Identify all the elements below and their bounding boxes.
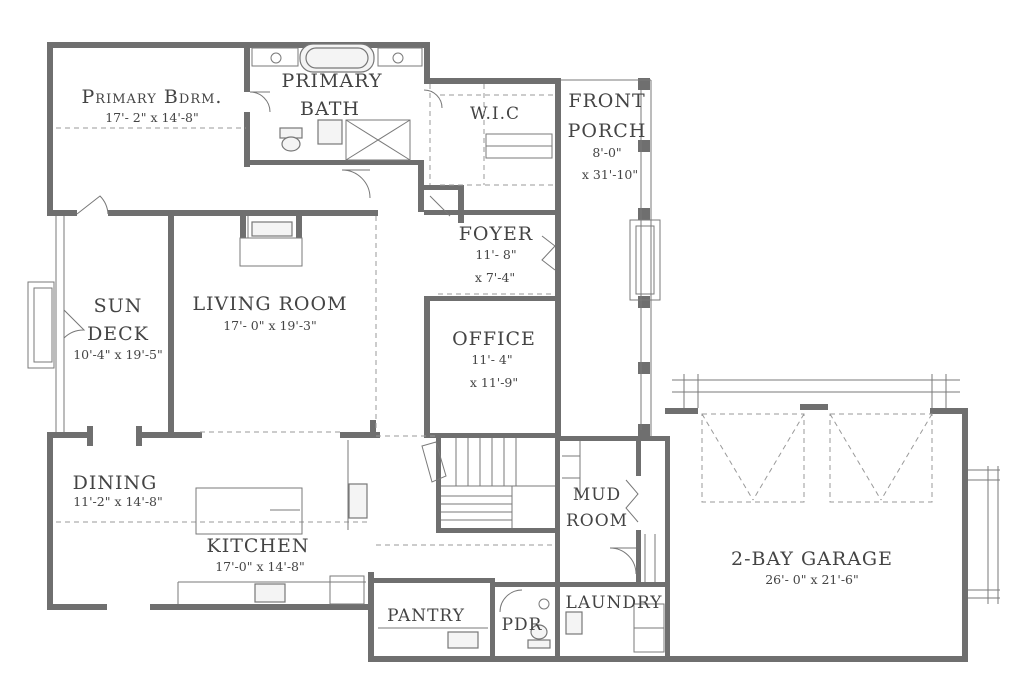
front-porch-name-1: FRONT	[568, 90, 645, 112]
living-room-dims: 17'- 0" x 19'-3"	[223, 318, 317, 333]
wic-name: W.I.C	[470, 104, 520, 124]
office-dims-1: 11'- 4"	[471, 352, 512, 367]
mud-room-name-1: MUD	[573, 485, 621, 505]
foyer-dims-1: 11'- 8"	[475, 247, 516, 262]
pantry-name: PANTRY	[387, 606, 465, 626]
front-porch-name-2: PORCH	[568, 120, 647, 142]
office-name: OFFICE	[452, 328, 536, 350]
garage-name: 2-BAY GARAGE	[731, 548, 893, 570]
mud-room-name-2: ROOM	[566, 511, 628, 531]
foyer-name: FOYER	[459, 223, 533, 245]
thin-lines	[27, 79, 1000, 605]
garage-dims: 26'- 0" x 21'-6"	[765, 572, 859, 587]
primary-bath-name-1: PRIMARY	[281, 70, 382, 92]
kitchen-name: KITCHEN	[207, 535, 310, 557]
living-room-name: LIVING ROOM	[192, 293, 347, 315]
laundry-name: LAUNDRY	[566, 593, 663, 613]
room-labels: Primary Bdrm. 17'- 2" x 14'-8" PRIMARY B…	[73, 70, 893, 635]
front-porch-dims-2: x 31'-10"	[582, 167, 638, 182]
primary-bdrm-dims: 17'- 2" x 14'-8"	[105, 110, 199, 125]
office-dims-2: x 11'-9"	[470, 375, 518, 390]
dining-dims: 11'-2" x 14'-8"	[73, 494, 163, 509]
stairs	[421, 438, 555, 528]
fixtures	[251, 43, 665, 653]
doors	[63, 89, 639, 613]
sun-deck-name-1: SUN	[94, 295, 143, 317]
primary-bath-name-2: BATH	[300, 98, 360, 120]
sun-deck-dims: 10'-4" x 19'-5"	[73, 347, 163, 362]
foyer-dims-2: x 7'-4"	[475, 270, 515, 285]
pdr-name: PDR	[502, 615, 543, 635]
primary-bdrm-name: Primary Bdrm.	[82, 86, 223, 108]
sun-deck-name-2: DECK	[87, 323, 149, 345]
dining-name: DINING	[73, 472, 158, 494]
front-porch-dims-1: 8'-0"	[592, 145, 621, 160]
kitchen-dims: 17'-0" x 14'-8"	[215, 559, 305, 574]
